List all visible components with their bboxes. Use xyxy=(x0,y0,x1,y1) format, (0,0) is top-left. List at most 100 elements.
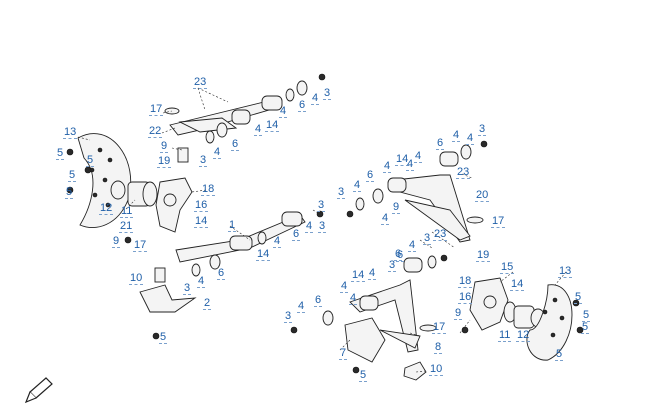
callout-label: 4 xyxy=(213,146,222,159)
callout-label: 7 xyxy=(339,347,348,360)
callout-label: 4 xyxy=(254,123,263,136)
right-skid-plate xyxy=(344,317,386,363)
callout-label: 9 xyxy=(160,140,169,153)
callout-label: 4 xyxy=(466,132,475,145)
callout-label: 4 xyxy=(297,300,306,313)
callout-label: 4 xyxy=(353,179,362,192)
callout-label: 6 xyxy=(217,267,226,280)
callout-label: 4 xyxy=(368,267,377,280)
callout-label: 4 xyxy=(383,160,392,173)
left-hub xyxy=(110,180,158,207)
callout-label: 17 xyxy=(133,239,148,252)
callout-label: 3 xyxy=(388,259,397,272)
callout-label: 3 xyxy=(318,220,327,233)
callout-label: 6 xyxy=(298,99,307,112)
callout-label: 16 xyxy=(194,199,209,212)
callout-label: 22 xyxy=(148,125,163,138)
callout-label: 9 xyxy=(454,307,463,320)
callout-label: 19 xyxy=(157,155,172,168)
callout-label: 13 xyxy=(558,265,573,278)
callout-label: 23 xyxy=(456,166,471,179)
callout-label: 4 xyxy=(408,239,417,252)
callout-label: 11 xyxy=(120,205,134,218)
callout-label: 9 xyxy=(112,235,121,248)
callout-label: 19 xyxy=(476,249,491,262)
callout-label: 4 xyxy=(452,129,461,142)
callout-label: 4 xyxy=(273,235,282,248)
callout-label: 14 xyxy=(256,248,271,261)
callout-label: 3 xyxy=(423,232,432,245)
ball-joint-boot xyxy=(403,361,427,381)
callout-label: 6 xyxy=(314,294,323,307)
left-brake-disc xyxy=(77,133,132,228)
callout-label: 4 xyxy=(406,158,415,171)
callout-label: 18 xyxy=(458,275,473,288)
callout-label: 5 xyxy=(65,186,74,199)
callout-label: 5 xyxy=(86,154,95,167)
callout-label: 14 xyxy=(265,119,280,132)
callout-label: 4 xyxy=(311,92,320,105)
callout-label: 21 xyxy=(119,220,134,233)
callout-label: 5 xyxy=(555,348,564,361)
left-skid-plate xyxy=(139,284,197,313)
callout-label: 5 xyxy=(359,369,368,382)
upper-left-a-arm xyxy=(164,80,308,163)
callout-label: 17 xyxy=(149,103,164,116)
callout-label: 5 xyxy=(56,147,65,160)
callout-label: 4 xyxy=(349,292,358,305)
callout-label: 5 xyxy=(574,291,583,304)
callout-label: 4 xyxy=(414,150,423,163)
callout-label: 6 xyxy=(366,169,375,182)
callout-label: 5 xyxy=(159,331,168,344)
callout-label: 12 xyxy=(99,202,114,215)
callout-label: 6 xyxy=(396,249,405,262)
callout-label: 3 xyxy=(284,310,293,323)
lower-left-a-arm xyxy=(154,211,306,283)
callout-label: 10 xyxy=(129,272,144,285)
callout-label: 18 xyxy=(201,183,216,196)
lower-right-a-arm xyxy=(322,255,437,353)
callout-label: 3 xyxy=(323,87,332,100)
callout-label: 4 xyxy=(340,280,349,293)
callout-label: 5 xyxy=(581,321,590,334)
callout-label: 20 xyxy=(475,189,490,202)
right-brake-disc xyxy=(526,284,573,361)
callout-label: 23 xyxy=(433,228,448,241)
callout-label: 3 xyxy=(183,282,192,295)
callout-label: 12 xyxy=(516,329,531,342)
callout-label: 4 xyxy=(279,105,288,118)
bolts xyxy=(66,73,584,374)
callout-label: 3 xyxy=(317,199,326,212)
callout-label: 5 xyxy=(68,169,77,182)
callout-label: 6 xyxy=(292,228,301,241)
callout-label: 17 xyxy=(491,215,506,228)
callout-label: 6 xyxy=(394,248,403,261)
callout-label: 13 xyxy=(63,126,78,139)
callout-label: 5 xyxy=(582,309,591,322)
upper-right-a-arm xyxy=(355,144,484,243)
callout-label: 14 xyxy=(194,215,209,228)
callout-label: 10 xyxy=(429,363,444,376)
callout-label: 4 xyxy=(305,220,314,233)
callout-label: 3 xyxy=(337,186,346,199)
callout-label: 1 xyxy=(228,219,237,232)
left-knuckle xyxy=(155,177,193,233)
callout-label: 3 xyxy=(199,154,208,167)
callout-label: 14 xyxy=(395,153,410,166)
callout-label: 15 xyxy=(500,261,515,274)
callout-label: 6 xyxy=(436,137,445,150)
leader-lines xyxy=(77,87,567,373)
callout-label: 2 xyxy=(203,297,212,310)
callout-label: 17 xyxy=(432,321,447,334)
direction-arrow-icon xyxy=(24,377,53,404)
callout-label: 3 xyxy=(478,123,487,136)
callout-label: 23 xyxy=(193,76,208,89)
callout-label: 14 xyxy=(351,269,366,282)
callout-label: 8 xyxy=(434,341,443,354)
callout-label: 11 xyxy=(498,329,512,342)
callout-label: 16 xyxy=(458,291,473,304)
callout-label: 4 xyxy=(197,275,206,288)
callout-label: 9 xyxy=(392,201,401,214)
callout-label: 6 xyxy=(231,138,240,151)
